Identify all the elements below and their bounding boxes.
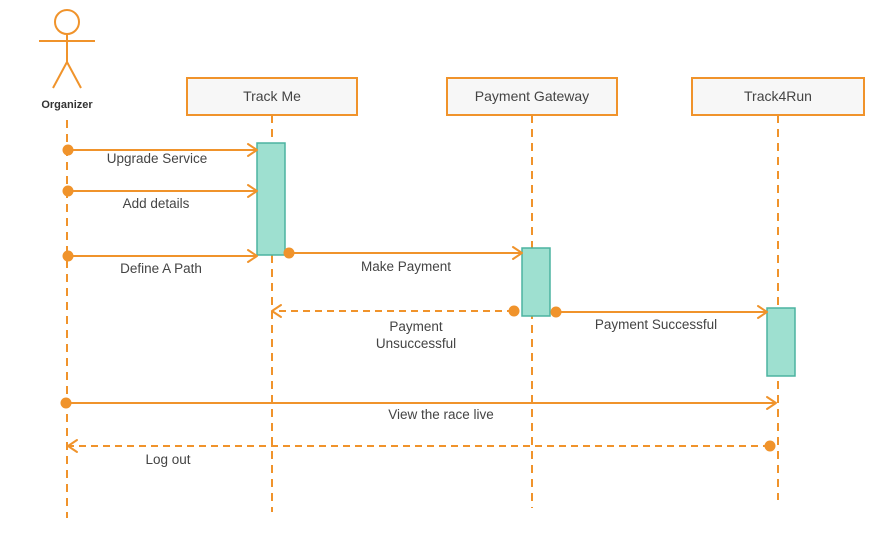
actor-label: Organizer: [41, 99, 93, 111]
actor-head-icon: [54, 9, 80, 35]
message-start-dot: [62, 185, 74, 197]
object-box: [691, 77, 865, 116]
message-start-dot: [283, 247, 295, 259]
track4run-activation: [766, 307, 796, 377]
message-define-a-path: Define A Path: [62, 249, 258, 276]
message-payment-successful: Payment Successful: [550, 305, 768, 332]
message-log-out: Log out: [67, 439, 776, 467]
message-upgrade-service: Upgrade Service: [62, 143, 258, 166]
arrowhead-icon: [757, 305, 768, 319]
arrowhead-icon: [512, 246, 523, 260]
message-label: Payment Successful: [595, 317, 717, 332]
message-start-dot: [62, 144, 74, 156]
message-start-dot: [550, 306, 562, 318]
arrowhead-icon: [766, 396, 777, 410]
message-payment-unsuccessful: Payment Unsuccessful: [271, 304, 520, 351]
message-label-line2: Unsuccessful: [376, 336, 456, 351]
message-start-dot: [60, 397, 72, 409]
object-label: Track Me: [243, 88, 301, 104]
message-start-dot: [62, 250, 74, 262]
message-label-line1: Payment: [389, 319, 443, 334]
message-label: Add details: [123, 196, 190, 211]
arrowhead-icon: [67, 439, 78, 453]
message-start-dot: [764, 440, 776, 452]
track-me-activation: [256, 142, 286, 256]
object-box: [186, 77, 358, 116]
object-label: Payment Gateway: [475, 88, 589, 104]
object-track-me: Track Me: [186, 77, 358, 116]
arrowhead-icon: [247, 249, 258, 263]
payment-gateway-activation: [521, 247, 551, 317]
organizer-actor: Organizer: [39, 9, 95, 111]
message-view-the-race-live: View the race live: [60, 396, 777, 422]
arrowhead-icon: [247, 143, 258, 157]
message-label: Log out: [145, 452, 190, 467]
arrowhead-icon: [247, 184, 258, 198]
message-start-dot: [508, 305, 520, 317]
object-payment-gateway: Payment Gateway: [446, 77, 618, 116]
object-track4run: Track4Run: [691, 77, 865, 116]
message-label: Upgrade Service: [107, 151, 208, 166]
actor-left-leg: [52, 61, 68, 89]
message-label: View the race live: [388, 407, 494, 422]
object-label: Track4Run: [744, 88, 812, 104]
actor-right-leg: [66, 61, 82, 89]
arrowhead-icon: [271, 304, 282, 318]
message-label: Define A Path: [120, 261, 202, 276]
message-make-payment: Make Payment: [283, 246, 523, 274]
message-add-details: Add details: [62, 184, 258, 211]
message-label: Make Payment: [361, 259, 451, 274]
object-box: [446, 77, 618, 116]
